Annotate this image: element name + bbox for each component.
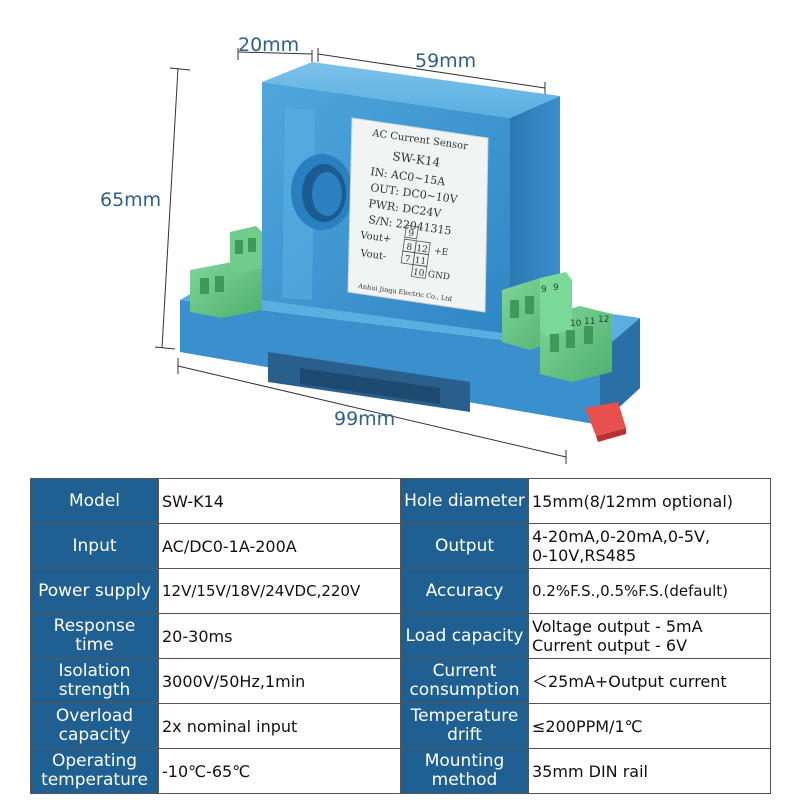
device-label-plate — [347, 117, 489, 313]
dim-depth: 20mm — [238, 34, 300, 56]
spec-value: 4-20mA,0-20mA,0-5V, 0-10V,RS485 — [528, 523, 771, 569]
spec-label: Overload capacity — [30, 703, 159, 749]
label-plus-e: +E — [433, 246, 448, 258]
spec-row: Overload capacity 2x nominal input Tempe… — [30, 703, 771, 749]
spec-value: AC/DC0-1A-200A — [158, 523, 401, 569]
spec-label: Current consumption — [400, 658, 529, 704]
terminal-mark-10: 10 — [570, 319, 582, 329]
spec-label: Power supply — [30, 568, 159, 614]
spec-row: Response time 20-30ms Load capacity Volt… — [30, 613, 771, 659]
label-term-9: 9 — [408, 229, 415, 240]
spec-value: Voltage output - 5mA Current output - 6V — [528, 613, 771, 659]
through-hole — [291, 154, 353, 230]
dim-width: 59mm — [415, 50, 477, 72]
spec-label: Accuracy — [400, 568, 529, 614]
spec-table: Model SW-K14 Hole diameter 15mm(8/12mm o… — [30, 478, 771, 794]
spec-label: Response time — [30, 613, 159, 659]
label-model: SW-K14 — [392, 149, 442, 170]
product-photo: AC Current Sensor SW-K14 IN: AC0~15A OUT… — [154, 48, 640, 464]
spec-value: 0.2%F.S.,0.5%F.S.(default) — [528, 568, 771, 614]
spec-label: Load capacity — [400, 613, 529, 659]
spec-label: Operating temperature — [30, 748, 159, 794]
spec-row: Operating temperature -10℃-65℃ Mounting … — [30, 748, 771, 794]
terminal-mark-12: 12 — [598, 315, 609, 325]
dim-length: 99mm — [334, 408, 396, 430]
device-label-text: AC Current Sensor SW-K14 IN: AC0~15A OUT… — [357, 128, 469, 303]
label-term-12: 12 — [416, 244, 429, 255]
spec-row: Isolation strength 3000V/50Hz,1min Curre… — [30, 658, 771, 704]
spec-value: ≤200PPM/1℃ — [528, 703, 771, 749]
terminal-mark-11: 11 — [584, 317, 595, 327]
spec-label: Output — [400, 523, 529, 569]
dim-height: 65mm — [100, 189, 162, 211]
spec-row: Input AC/DC0-1A-200A Output 4-20mA,0-20m… — [30, 523, 771, 569]
label-term-11: 11 — [414, 256, 427, 267]
label-term-8: 8 — [406, 243, 413, 254]
spec-value: ＜25mA+Output current — [528, 658, 771, 704]
spec-row: Power supply 12V/15V/18V/24VDC,220V Accu… — [30, 568, 771, 614]
din-latch — [585, 402, 626, 442]
spec-value: 35mm DIN rail — [528, 748, 771, 794]
terminal-block-left — [190, 226, 262, 318]
spec-value: 20-30ms — [158, 613, 401, 659]
spec-label: Hole diameter — [400, 478, 529, 524]
spec-value: 2x nominal input — [158, 703, 401, 749]
label-term-7: 7 — [404, 254, 411, 265]
spec-value: SW-K14 — [158, 478, 401, 524]
spec-label: Input — [30, 523, 159, 569]
spec-value: 3000V/50Hz,1min — [158, 658, 401, 704]
spec-value: 15mm(8/12mm optional) — [528, 478, 771, 524]
spec-value: -10℃-65℃ — [158, 748, 401, 794]
spec-label: Temperature drift — [400, 703, 529, 749]
terminal-mark-9b: 9 — [553, 283, 559, 293]
spec-label: Mounting method — [400, 748, 529, 794]
label-gnd: GND — [427, 270, 450, 283]
spec-row: Model SW-K14 Hole diameter 15mm(8/12mm o… — [30, 478, 771, 524]
terminal-block-right: 9 9 10 11 12 — [502, 272, 612, 382]
terminal-mark-9a: 9 — [541, 285, 547, 295]
label-term-10: 10 — [412, 268, 425, 280]
spec-label: Isolation strength — [30, 658, 159, 704]
label-vout-minus: Vout- — [359, 248, 387, 263]
spec-label: Model — [30, 478, 159, 524]
dimension-lines — [154, 48, 567, 464]
label-vout-plus: Vout+ — [359, 230, 392, 245]
spec-value: 12V/15V/18V/24VDC,220V — [158, 568, 401, 614]
